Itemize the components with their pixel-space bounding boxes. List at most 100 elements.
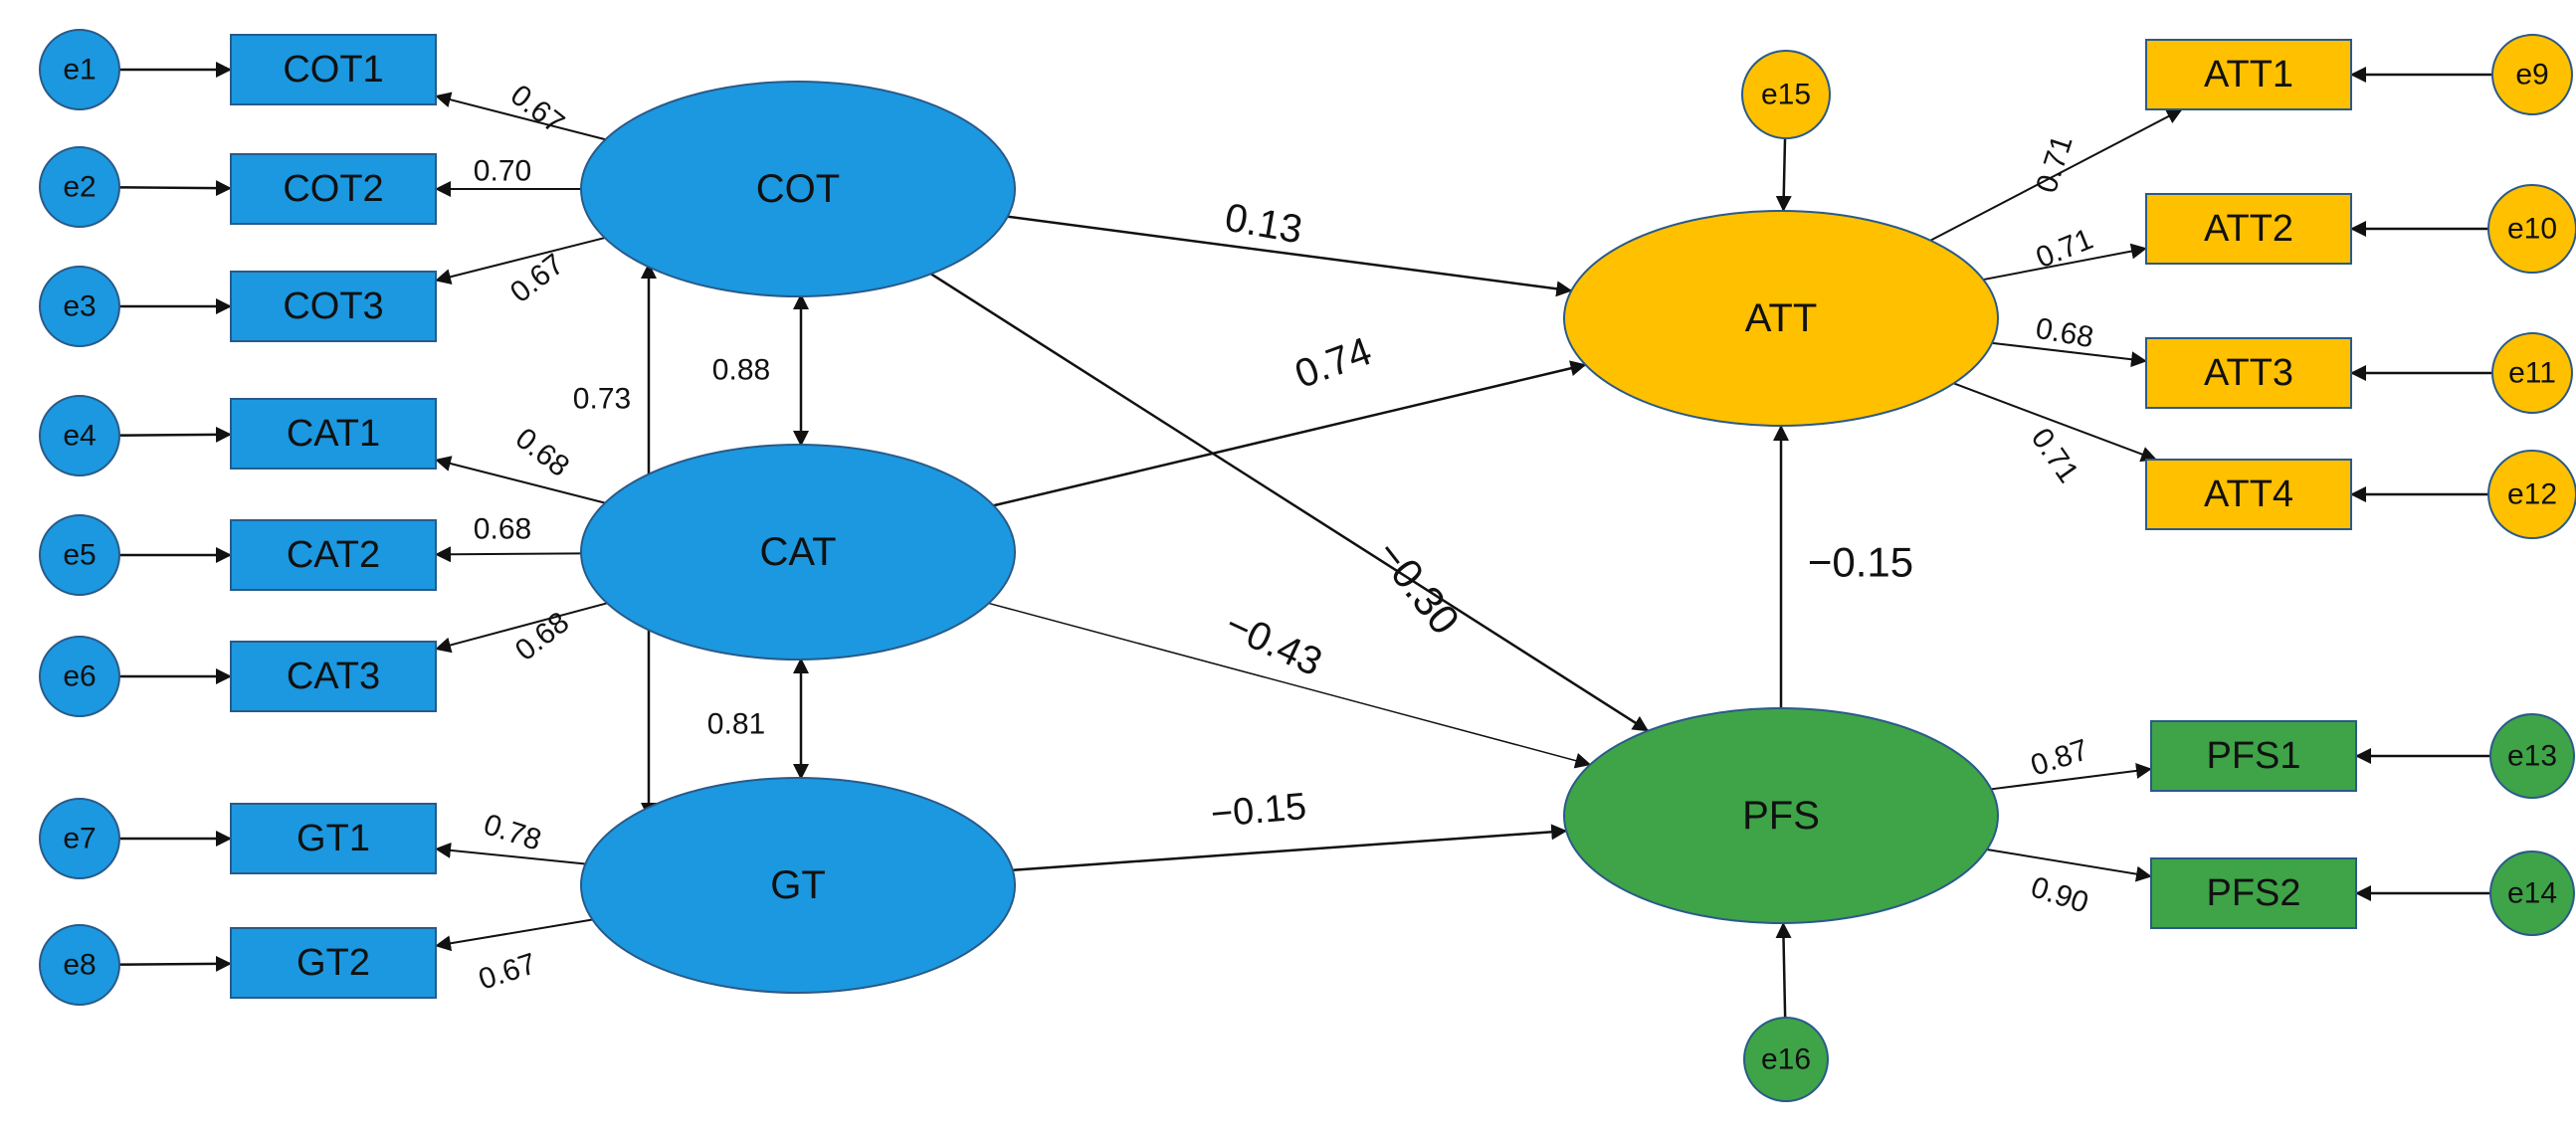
- loading-arrow-COT3: [435, 237, 606, 285]
- error-circle: [39, 395, 120, 476]
- loading-label-COT2: 0.70: [474, 155, 531, 188]
- indicator-box: [2150, 720, 2357, 792]
- error-node-e2: e2: [39, 146, 120, 228]
- loading-arrow-GT2: [435, 918, 593, 952]
- indicator-node-PFS1: PFS1: [2150, 720, 2357, 792]
- error-circle: [2489, 713, 2575, 799]
- loading-arrow-ATT2: [1983, 243, 2147, 282]
- indicator-box: [230, 34, 437, 105]
- loading-label-ATT4: 0.71: [2025, 423, 2085, 489]
- error-circle: [39, 636, 120, 717]
- error-circle: [39, 924, 120, 1006]
- indicator-label: ATT4: [2204, 473, 2293, 515]
- indicator-box: [230, 398, 437, 470]
- error-label: e10: [2507, 213, 2557, 246]
- latent-ellipse: [1563, 707, 1999, 924]
- loading-arrow-COT1: [435, 92, 606, 141]
- indicator-box: [230, 271, 437, 342]
- edges-layer: [118, 62, 2492, 1019]
- error-circle: [39, 146, 120, 228]
- nodes-layer: e1e2e3e4e5e6e7e8e9e10e11e12e13e14e15e16C…: [39, 29, 2576, 1102]
- error-label: e14: [2507, 877, 2557, 910]
- error-circle: [39, 514, 120, 596]
- covariance-label-CAT-GT: 0.81: [707, 708, 765, 741]
- indicator-box: [230, 519, 437, 591]
- loading-arrow-CAT3: [435, 602, 608, 654]
- error-node-e4: e4: [39, 395, 120, 476]
- indicator-label: CAT1: [287, 413, 380, 455]
- indicator-node-ATT4: ATT4: [2145, 459, 2352, 530]
- latent-label: COT: [756, 167, 840, 211]
- indicator-label: ATT3: [2204, 352, 2293, 394]
- path-arrow-GT-PFS: [1012, 824, 1568, 871]
- error-node-e15: e15: [1741, 50, 1831, 139]
- path-label-PFS-ATT: −0.15: [1808, 539, 1913, 586]
- error-arrow-e16-PFS: [1775, 921, 1792, 1019]
- path-arrow-COT-ATT: [1007, 215, 1573, 297]
- error-label: e5: [63, 539, 96, 572]
- indicator-box: [2145, 193, 2352, 265]
- indicator-node-CAT1: CAT1: [230, 398, 437, 470]
- error-label: e11: [2508, 357, 2556, 390]
- loading-label-PFS1: 0.87: [2027, 733, 2092, 782]
- indicator-node-COT1: COT1: [230, 34, 437, 105]
- path-label-COT-ATT: 0.13: [1222, 196, 1305, 253]
- error-arrow-e2-COT2: [118, 180, 232, 197]
- path-arrow-CAT-ATT: [993, 360, 1587, 507]
- covariance-label-COT-GT: 0.73: [573, 383, 631, 416]
- indicator-node-CAT2: CAT2: [230, 519, 437, 591]
- loading-arrow-GT1: [435, 842, 586, 865]
- error-label: e1: [63, 54, 96, 87]
- indicator-label: COT1: [283, 49, 383, 91]
- loading-label-PFS2: 0.90: [2027, 870, 2092, 919]
- error-node-e14: e14: [2489, 850, 2575, 936]
- latent-ellipse: [580, 777, 1016, 994]
- indicator-label: COT2: [283, 168, 383, 210]
- error-arrow-e4-CAT1: [118, 426, 232, 443]
- error-circle: [39, 266, 120, 347]
- indicator-label: COT3: [283, 285, 383, 327]
- indicator-node-PFS2: PFS2: [2150, 857, 2357, 929]
- indicator-node-ATT3: ATT3: [2145, 337, 2352, 409]
- latent-node-ATT: ATT: [1563, 210, 1999, 427]
- path-label-GT-PFS: −0.15: [1209, 786, 1307, 836]
- loading-arrow-ATT1: [1929, 108, 2183, 242]
- latent-label: GT: [770, 863, 826, 907]
- loading-label-CAT1: 0.68: [509, 422, 575, 483]
- indicator-node-GT2: GT2: [230, 927, 437, 999]
- error-node-e16: e16: [1743, 1017, 1829, 1102]
- indicator-box: [230, 927, 437, 999]
- latent-node-PFS: PFS: [1563, 707, 1999, 924]
- indicator-node-COT2: COT2: [230, 153, 437, 225]
- error-label: e9: [2515, 59, 2548, 92]
- loading-arrow-PFS2: [1986, 848, 2152, 882]
- indicator-node-COT3: COT3: [230, 271, 437, 342]
- path-arrow-CAT-PFS: [988, 602, 1592, 769]
- loading-arrow-CAT1: [435, 456, 606, 504]
- error-label: e2: [63, 171, 96, 204]
- error-circle: [2491, 332, 2573, 414]
- error-label: e13: [2507, 740, 2557, 773]
- indicator-node-CAT3: CAT3: [230, 641, 437, 712]
- error-label: e8: [63, 949, 96, 982]
- indicator-label: GT1: [297, 818, 370, 859]
- error-node-e7: e7: [39, 798, 120, 879]
- error-node-e3: e3: [39, 266, 120, 347]
- indicator-box: [230, 641, 437, 712]
- error-arrow-e15-ATT: [1775, 137, 1792, 213]
- indicator-node-GT1: GT1: [230, 803, 437, 874]
- error-label: e7: [63, 823, 96, 855]
- indicator-label: PFS1: [2206, 735, 2300, 777]
- error-label: e6: [63, 661, 96, 693]
- loading-arrow-CAT2: [435, 546, 582, 563]
- indicator-box: [2145, 39, 2352, 110]
- loading-arrow-ATT4: [1953, 382, 2157, 463]
- loading-label-ATT1: 0.71: [2030, 131, 2079, 197]
- latent-label: CAT: [759, 530, 836, 574]
- error-node-e10: e10: [2487, 184, 2576, 274]
- error-node-e1: e1: [39, 29, 120, 110]
- indicator-label: ATT1: [2204, 54, 2293, 95]
- latent-label: PFS: [1742, 794, 1820, 838]
- loading-label-CAT2: 0.68: [474, 513, 531, 546]
